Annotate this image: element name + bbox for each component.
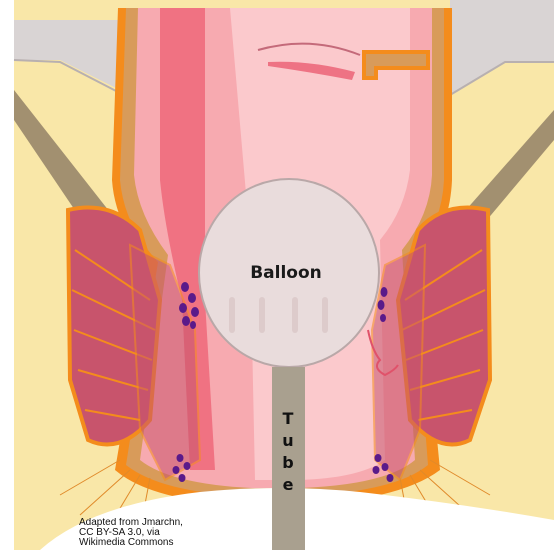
tube-label-2: u [282, 431, 293, 450]
attribution-text: Adapted from Jmarchn, CC BY-SA 3.0, via … [79, 518, 219, 550]
tube-label-4: e [283, 475, 294, 494]
balloon-label: Balloon [250, 263, 322, 283]
attribution-line: Wikimedia Commons [79, 538, 219, 548]
tube-label-1: T [283, 409, 294, 428]
left-white-margin [0, 0, 14, 550]
tube-label-3: b [282, 453, 293, 472]
